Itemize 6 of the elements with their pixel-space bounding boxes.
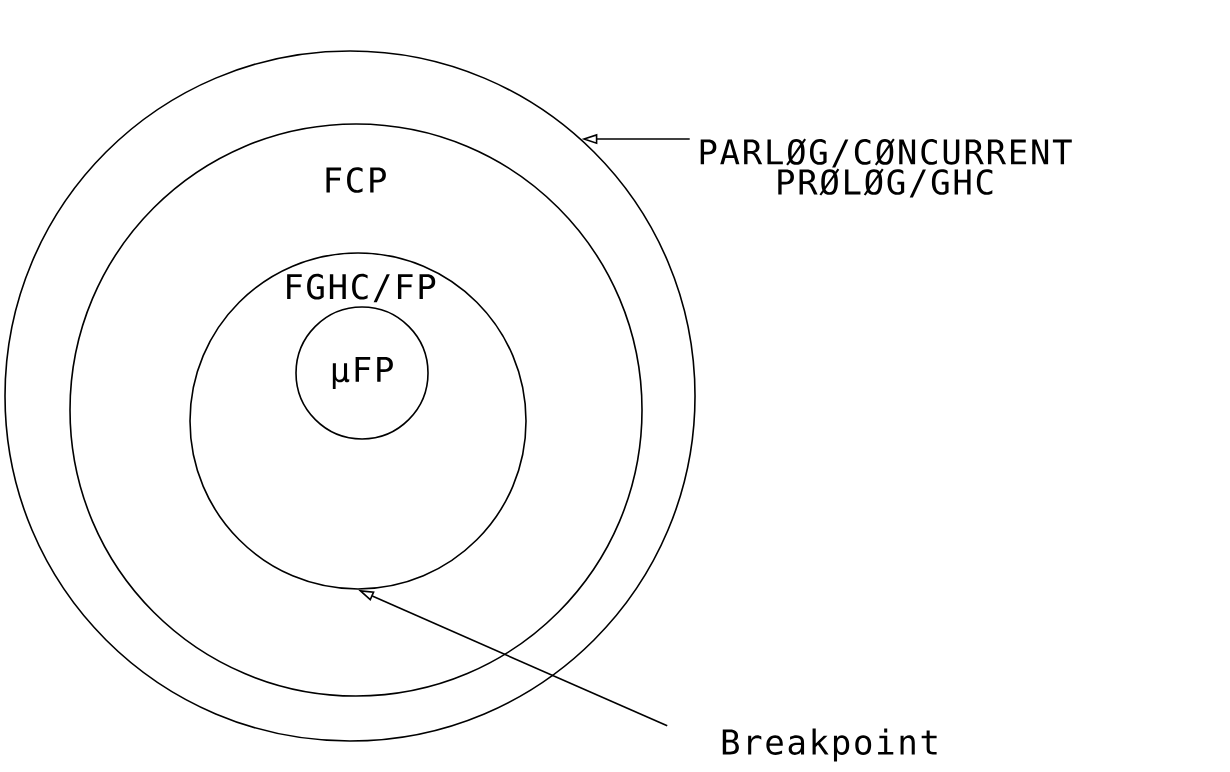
text-label: Breakpoint: [722, 728, 937, 762]
circle-label: FCP: [326, 167, 386, 193]
circle-label: μFP: [332, 357, 393, 389]
text-label: PARLØG/CØNCURRENT PRØLØG/GHC: [700, 138, 1072, 198]
circle: [4, 50, 696, 742]
circle-label: FGHC/FP: [287, 273, 436, 303]
